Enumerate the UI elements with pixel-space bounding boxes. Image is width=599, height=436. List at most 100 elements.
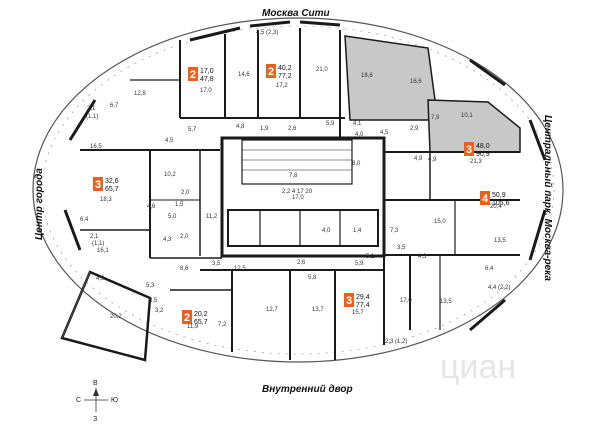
room-area-label: 4,1 [353, 121, 362, 127]
room-area-label: 4,6 [147, 204, 156, 210]
badge-box [93, 177, 103, 191]
room-area-label: 10,1 [461, 113, 473, 119]
compass-east: Ю [111, 397, 118, 404]
badge-line2: 90,9 [476, 151, 490, 158]
badge-line2: 77,4 [356, 302, 370, 309]
room-area-label: 20,2 [110, 314, 122, 320]
north-arrow-icon [93, 388, 99, 396]
room-area-label: 18,6 [361, 73, 373, 79]
room-area-label: 7,9 [431, 115, 440, 121]
room-area-label: 4,5 [380, 130, 389, 136]
room-area-label: 17,0 [400, 298, 412, 304]
room-area-label: 17,0 [292, 195, 304, 201]
room-area-label: 4,9 [96, 276, 105, 282]
room-area-label: 20,4 [490, 204, 502, 210]
left-wing [60, 270, 152, 362]
badge-line2: 47,8 [200, 76, 214, 83]
room-area-label: 4,0 [355, 132, 364, 138]
watermark: циан [440, 348, 516, 386]
room-area-label: 4,8 [236, 124, 245, 130]
interior-walls [80, 28, 520, 360]
room-area-label: 8,6 [180, 266, 189, 272]
badge-line1: 50,9 [492, 192, 506, 199]
side-label-left: Центр города [34, 168, 45, 240]
badge-box [266, 64, 276, 78]
badge-rooms: 3 [346, 295, 352, 307]
room-area-label: 12,7 [266, 307, 278, 313]
room-area-label: 14,6 [238, 72, 250, 78]
room-area-label: 21,0 [316, 67, 328, 73]
room-area-label: 17,2 [276, 83, 288, 89]
room-area-label: 10,2 [164, 172, 176, 178]
room-area-label: 11,9 [187, 324, 199, 330]
room-area-label: 7,2 [218, 322, 227, 328]
apartment-badge: 3 48,090,9 [464, 142, 490, 158]
room-area-label: 4,4 (2,2) [488, 285, 510, 291]
room-area-label: 12,5 [234, 266, 246, 272]
room-area-label: 16,5 [90, 144, 102, 150]
apartment-badge: 2 17,047,8 [188, 67, 214, 83]
badge-line1: 40,2 [278, 65, 292, 72]
room-area-label: 8,0 [352, 161, 361, 167]
badge-line1: 20,2 [194, 311, 208, 318]
room-area-label: 4,9 [428, 157, 437, 163]
badge-box [344, 293, 354, 307]
apartment-badge: 3 29,477,4 [344, 293, 370, 309]
room-area-label: 4,5 [165, 138, 174, 144]
badge-line2: 65,7 [105, 186, 119, 193]
room-area-label: 16,1 [97, 248, 109, 254]
badge-rooms: 2 [184, 312, 190, 324]
badge-line1: 17,0 [200, 68, 214, 75]
badge-rooms: 3 [95, 179, 101, 191]
compass-north: В [93, 380, 98, 387]
compass-west: С [76, 397, 81, 404]
room-area-label: 18,3 [100, 197, 112, 203]
room-area-label: 4,0 [322, 228, 331, 234]
apartment-badge: 2 20,265,7 [182, 310, 208, 326]
room-area-label: 2,6 [297, 260, 306, 266]
room-area-label: 15,7 [352, 310, 364, 316]
room-area-label: (1,1) [86, 114, 98, 120]
side-label-top: Москва Сити [262, 8, 330, 19]
side-label-right: Центральный парк, Москва-река [542, 115, 553, 281]
area-labels: 4,5 (2,3)14,617,012,817,221,018,616,66,7… [80, 30, 510, 345]
room-area-label: 4,3 [418, 254, 427, 260]
room-area-label: 3,5 [149, 298, 158, 304]
room-area-label: (1,1) [92, 241, 104, 247]
room-area-label: 15,0 [434, 219, 446, 225]
badge-box [182, 310, 192, 324]
room-area-label: 2,9 [410, 126, 419, 132]
room-area-label: 2,0 [180, 234, 189, 240]
room-area-label: 7,8 [289, 173, 298, 179]
badge-box [464, 142, 474, 156]
room-area-label: 7,3 [390, 228, 399, 234]
badge-line1: 48,0 [476, 143, 490, 150]
badge-rooms: 2 [190, 69, 196, 81]
badge-line2: 105,6 [492, 200, 510, 207]
compass-rose: В З С Ю [76, 380, 118, 423]
room-area-label: 6,7 [110, 103, 119, 109]
room-area-label: 17,0 [200, 88, 212, 94]
room-area-label: 2,6 [288, 126, 297, 132]
room-area-label: 6,4 [80, 217, 89, 223]
room-area-label: 4,5 (2,3) [256, 30, 278, 36]
badge-line2: 65,7 [194, 319, 208, 326]
room-area-label: 13,5 [494, 238, 506, 244]
room-area-label: 3,5 [397, 245, 406, 251]
badge-line1: 29,4 [356, 294, 370, 301]
room-area-label: 13,5 [440, 299, 452, 305]
room-area-label: 2,3 (1,2) [385, 339, 407, 345]
room-area-label: 3,2 [155, 308, 164, 314]
room-area-label: 12,8 [134, 91, 146, 97]
room-area-label: 2,2 4 17 20 [282, 189, 313, 195]
compass-south: З [93, 416, 97, 423]
room-area-label: 4,9 [414, 156, 423, 162]
badge-box [188, 67, 198, 81]
badge-line2: 77,2 [278, 73, 292, 80]
badge-rooms: 3 [466, 144, 472, 156]
room-area-label: 21,3 [470, 159, 482, 165]
